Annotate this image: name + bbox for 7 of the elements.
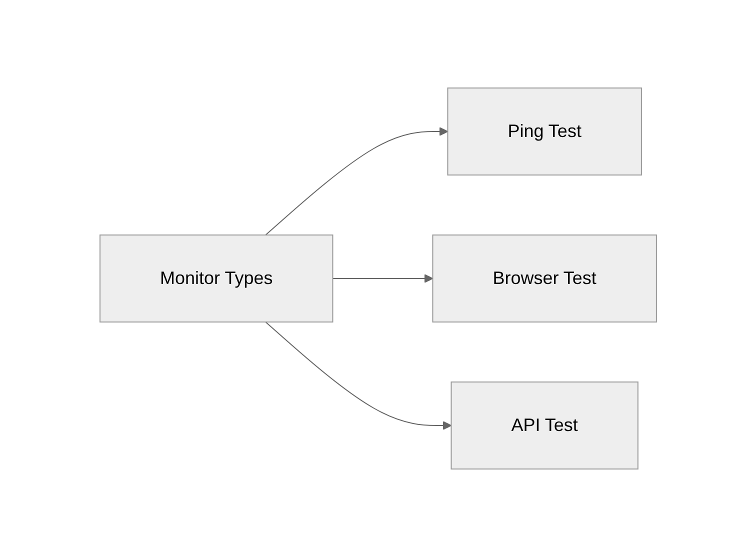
- node-box: API Test: [450, 381, 638, 469]
- node-box: Browser Test: [432, 234, 657, 322]
- node-box: Ping Test: [447, 87, 642, 175]
- arrow: [264, 321, 452, 430]
- arrow: [332, 274, 433, 282]
- node-box: Monitor Types: [99, 234, 334, 322]
- arrow: [264, 126, 448, 235]
